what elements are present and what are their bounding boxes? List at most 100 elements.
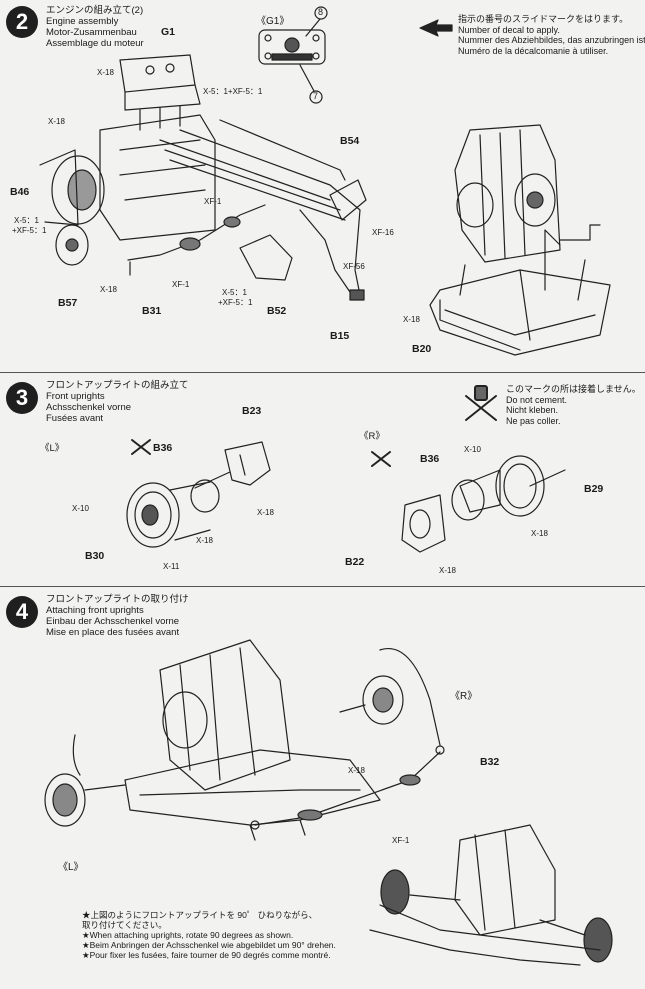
upright-right-assembly [401,455,566,553]
part-label-g1: G1 [161,26,176,38]
paint-label: X-5：1 [14,216,39,225]
bracket-b52 [239,234,293,281]
screw-label: X-18 [531,529,548,538]
part-label-b36: B36 [420,453,440,465]
cement-note-fr: Ne pas coller. [506,415,561,426]
part-label-b22: B22 [345,556,365,568]
step-number-badge: 3 [6,382,38,414]
tie-rod-b32 [250,745,445,830]
paint-label: +XF-5：1 [218,298,253,307]
decal-arrow-icon [419,19,453,37]
screw-label: X-10 [72,504,89,513]
shaft-b31 [127,204,266,261]
engine-with-uprights [124,639,381,841]
exhaust-pipe [179,129,361,296]
upright-left-assembly [126,441,271,548]
footnote-de: ★Beim Anbringen der Achsschenkel wie abg… [82,940,336,950]
part-label-b36: B36 [153,442,173,454]
title-de: Achsschenkel vorne [46,402,132,413]
title-de: Einbau der Achsschenkel vorne [46,616,180,627]
title-fr: Assemblage du moteur [46,38,144,49]
title-fr: Mise en place des fusées avant [46,627,180,638]
engine-block [99,54,216,241]
part-label-g1-box: 《G1》 [256,16,290,27]
exhaust-pipe [299,209,353,296]
title-jp: フロントアップライトの組み立て [46,380,189,391]
step-number-badge: 2 [6,6,38,38]
part-label-b15: B15 [330,330,350,342]
title-en: Front uprights [46,391,105,402]
footnote-jp-1: ★上図のようにフロントアップライトを 90゜ ひねりながら、 [82,910,318,920]
part-label-b23: B23 [242,405,262,417]
title-jp: エンジンの組み立て(2) [46,5,144,16]
side-label-right: 《R》 [450,691,478,702]
screw-label: X-18 [97,68,114,77]
paint-label: XF-1 [172,280,190,289]
decal-note-de: Nummer des Abziehbildes, das anzubringen… [458,35,645,45]
section-divider [0,372,645,373]
exhaust-pipe [219,119,346,181]
decal-note-jp: 指示の番号のスライドマークをはります。 [458,14,629,24]
upright-right-s4 [339,648,441,746]
footnote-en: ★When attaching uprights, rotate 90 degr… [82,930,294,940]
title-en: Attaching front uprights [46,605,144,616]
step-number-badge: 4 [6,596,38,628]
footnote-jp-2: 取り付けてください。 [82,920,167,930]
title-en: Engine assembly [46,16,119,27]
step-2-section: 2 エンジンの組み立て(2) Engine assembly Motor-Zus… [0,0,645,372]
part-label-b54: B54 [340,135,360,147]
part-label-b31: B31 [142,305,162,317]
screw-label: X-18 [100,285,117,294]
cement-note-en: Do not cement. [506,394,568,405]
exhaust-pipe [159,139,346,221]
completed-front-view [369,824,613,966]
screw-label: X-18 [439,566,456,575]
part-label-b29: B29 [584,483,604,495]
title-fr: Fusées avant [46,413,104,424]
section-divider [0,586,645,587]
decal-note: 指示の番号のスライドマークをはります。 Number of decal to a… [458,14,645,56]
pulley-cover-b46 [39,149,105,226]
bracket-b54 [329,179,367,221]
footnote-fr: ★Pour fixer les fusées, faire tourner de… [82,950,331,960]
screw-label: X-18 [48,117,65,126]
screw-label: X-18 [348,766,365,775]
cement-note: このマークの所は接着しません。 Do not cement. Nicht kle… [506,384,641,426]
screw-label: X-11 [163,562,180,571]
paint-label: XF-1 [204,197,222,206]
part-label-b20: B20 [412,343,432,355]
cement-note-jp: このマークの所は接着しません。 [506,384,641,394]
side-label-right: 《R》 [359,431,385,442]
part-label-b46: B46 [10,186,30,198]
no-cement-icon [131,439,391,467]
paint-label: +XF-5：1 [12,226,47,235]
paint-label: X-5：1 [222,288,247,297]
screw-label: X-18 [403,315,420,324]
cement-note-de: Nicht kleben. [506,405,559,415]
part-label-b52: B52 [267,305,287,317]
paint-label: XF-16 [372,228,394,237]
g1-decal-icon [258,6,328,104]
no-cement-icon [465,385,497,421]
engine-on-subframe [429,124,611,356]
title-jp: フロントアップライトの取り付け [46,594,189,605]
decal-number-8: 8 [318,7,324,17]
decal-number-7: 7 [313,91,319,101]
paint-label: XF-56 [343,262,365,271]
step-title: フロントアップライトの取り付け Attaching front uprights… [46,594,189,638]
screw-label: X-10 [464,445,481,454]
decal-note-fr: Numéro de la décalcomanie à utiliser. [458,45,609,56]
part-label-b32: B32 [480,756,500,768]
step-title: エンジンの組み立て(2) Engine assembly Motor-Zusam… [46,5,144,49]
step-title: フロントアップライトの組み立て Front uprights Achsschen… [46,380,189,424]
part-label-b57: B57 [58,297,78,309]
title-de: Motor-Zusammenbau [46,27,137,38]
screw-label: X-18 [257,508,274,517]
assembly-footnote: ★上図のようにフロントアップライトを 90゜ ひねりながら、 取り付けてください… [82,910,336,960]
decal-note-en: Number of decal to apply. [458,24,560,35]
part-label-b30: B30 [85,550,105,562]
bracket-b57 [55,224,89,266]
side-label-left: 《L》 [58,862,84,873]
